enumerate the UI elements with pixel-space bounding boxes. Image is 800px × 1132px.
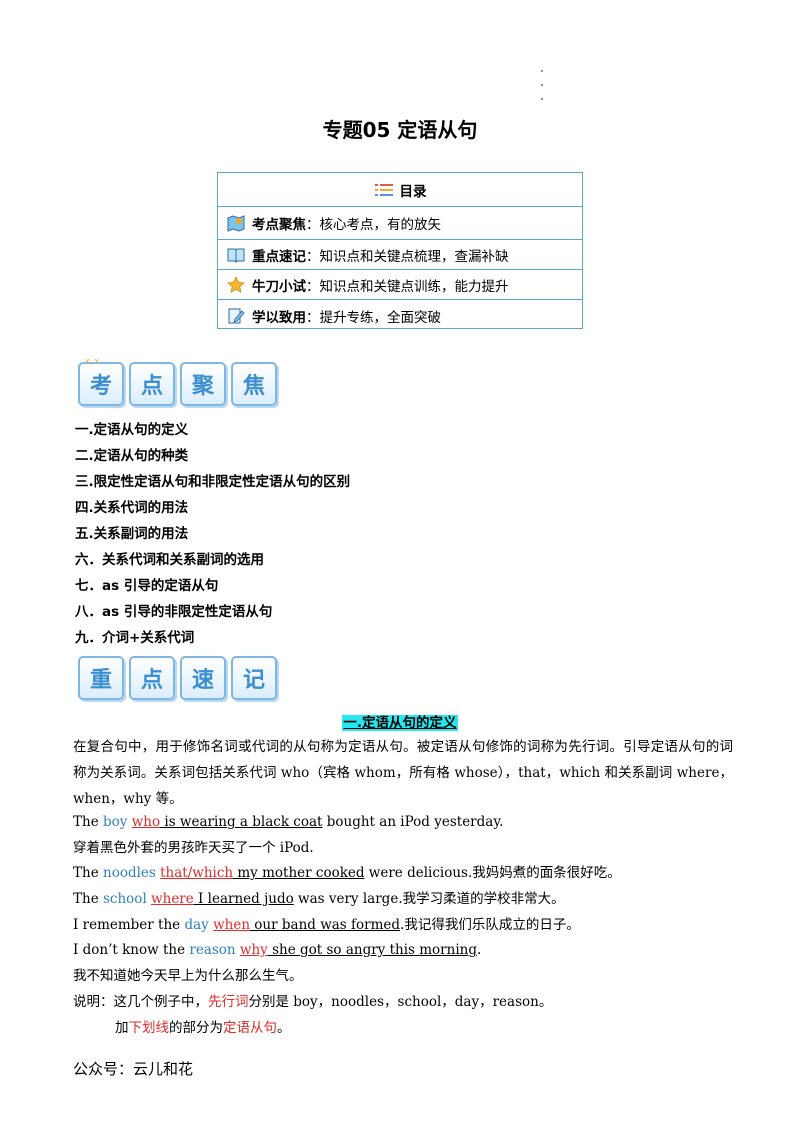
- clause: is wearing a black coat: [160, 814, 323, 830]
- relative-word: who: [131, 814, 161, 830]
- note-highlight: 下划线: [128, 1019, 170, 1036]
- toc-heading: 目录: [399, 183, 427, 200]
- clause: she got so angry this morning: [267, 942, 477, 959]
- table-of-contents: 目录 考点聚焦：核心考点，有的放矢 重点速记：知识点和关键点梳理，查漏补缺 牛刀…: [217, 172, 583, 329]
- outline-item: 七．as 引导的定语从句: [75, 578, 219, 594]
- clause: I learned judo: [193, 891, 294, 908]
- star-icon: [226, 275, 246, 295]
- toc-key: 重点速记: [252, 248, 306, 265]
- outline-item: 五.关系副词的用法: [75, 526, 189, 542]
- relative-word: when: [213, 916, 251, 933]
- outline-item: 四.关系代词的用法: [75, 500, 189, 516]
- banner-tile: 聚: [180, 362, 226, 406]
- toc-key: 牛刀小试: [252, 278, 306, 295]
- toc-key: 学以致用: [252, 310, 306, 326]
- antecedent: noodles: [103, 865, 156, 882]
- toc-item[interactable]: 考点聚焦：核心考点，有的放矢: [218, 207, 582, 240]
- decorative-dots: [541, 70, 545, 112]
- relative-word: that/which: [160, 865, 234, 882]
- intro-paragraph: 在复合句中，用于修饰名词或代词的从句称为定语从句。被定语从句修饰的词称为先行词。…: [73, 739, 733, 807]
- outline-item: 六．关系代词和关系副词的选用: [75, 552, 264, 568]
- toc-desc: ：核心考点，有的放矢: [306, 217, 441, 233]
- banner-tile: 重: [78, 656, 124, 700]
- banner-tile: 记: [231, 656, 277, 700]
- toc-header: 目录: [218, 173, 582, 207]
- toc-desc: ：知识点和关键点梳理，查漏补缺: [306, 248, 509, 265]
- toc-item[interactable]: 牛刀小试：知识点和关键点训练，能力提升: [218, 270, 582, 300]
- antecedent: day: [184, 916, 209, 933]
- note-line: 说明：这几个例子中，先行词分别是 boy，noodles，school，day，…: [73, 993, 553, 1010]
- antecedent: boy: [103, 814, 128, 830]
- note-line: 加下划线的部分为定语从句。: [115, 1019, 291, 1036]
- banner-zhongdian-suji: 重 点 速 记: [78, 656, 277, 700]
- relative-word: where: [151, 891, 194, 908]
- edit-icon: [226, 306, 246, 326]
- toc-desc: ：知识点和关键点训练，能力提升: [306, 278, 509, 295]
- outline-item: 一.定语从句的定义: [75, 422, 189, 438]
- banner-tile: 速: [180, 656, 226, 700]
- banner-tile: 焦: [231, 362, 277, 406]
- outline-item: 三.限定性定语从句和非限定性定语从句的区别: [75, 474, 351, 490]
- book-icon: [226, 245, 246, 265]
- clause: my mother cooked: [233, 865, 365, 882]
- section-heading: 一.定语从句的定义: [342, 715, 458, 731]
- example-translation: 我不知道她今天早上为什么那么生气。: [73, 968, 303, 985]
- antecedent: school: [103, 891, 147, 908]
- relative-word: why: [239, 942, 268, 959]
- example-sentence: The school where I learned judo was very…: [73, 891, 565, 908]
- example-sentence: I don’t know the reason why she got so a…: [73, 942, 482, 959]
- toc-desc: ：提升专练，全面突破: [306, 310, 441, 326]
- list-icon: [374, 180, 394, 200]
- examples: The boy who is wearing a black coat boug…: [73, 809, 733, 1040]
- example-sentence: I remember the day when our band was for…: [73, 916, 580, 933]
- map-icon: [226, 213, 246, 233]
- example-sentence: The boy who is wearing a black coat boug…: [73, 814, 504, 830]
- banner-tile: 点: [129, 362, 175, 406]
- banner-tile: 点: [129, 656, 175, 700]
- definition-body: 在复合句中，用于修饰名词或代词的从句称为定语从句。被定语从句修饰的词称为先行词。…: [73, 734, 733, 812]
- note-highlight: 先行词: [208, 993, 249, 1010]
- outline-item: 八．as 引导的非限定性定语从句: [75, 604, 273, 620]
- example-sentence: The noodles that/which my mother cooked …: [73, 865, 621, 882]
- toc-item[interactable]: 重点速记：知识点和关键点梳理，查漏补缺: [218, 240, 582, 270]
- page-title: 专题05 定语从句: [322, 118, 478, 142]
- outline-list: 一.定语从句的定义 二.定语从句的种类 三.限定性定语从句和非限定性定语从句的区…: [75, 418, 350, 652]
- note-highlight: 定语从句: [223, 1019, 277, 1036]
- footer-text: 公众号：云儿和花: [73, 1060, 194, 1078]
- banner-kaodian-jujiao: ✕ ✕考 点 聚 焦: [78, 357, 277, 406]
- example-translation: 穿着黑色外套的男孩昨天买了一个 iPod.: [73, 839, 314, 856]
- clause: our band was formed: [250, 916, 401, 933]
- antecedent: reason: [189, 942, 236, 959]
- banner-tile: ✕ ✕考: [78, 357, 124, 406]
- toc-item[interactable]: 学以致用：提升专练，全面突破: [218, 300, 582, 332]
- toc-key: 考点聚焦: [252, 217, 306, 233]
- outline-item: 二.定语从句的种类: [75, 448, 189, 464]
- outline-item: 九．介词+关系代词: [75, 630, 195, 646]
